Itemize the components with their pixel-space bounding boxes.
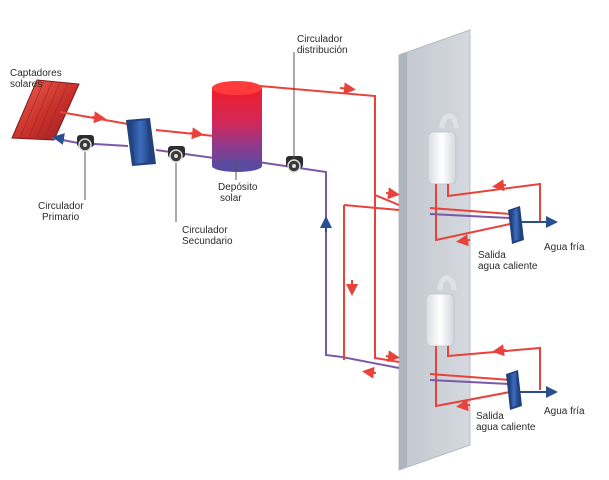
upper-boiler (427, 113, 459, 185)
upper-apartment-pipes (429, 179, 558, 247)
solar-collector-panel (11, 79, 80, 141)
label-captadores-1: Captadores (10, 68, 62, 79)
primary-circulator (77, 135, 94, 200)
label-circ-prim-1: Circulador (38, 201, 84, 212)
label-circ-dist-2: distribución (297, 45, 348, 56)
label-salida-1b: agua caliente (478, 261, 538, 272)
label-circ-prim-2: Primario (42, 212, 80, 223)
wall (398, 29, 471, 471)
lower-boiler (425, 275, 457, 347)
label-deposito-1: Depósito (218, 182, 258, 193)
label-deposito-2: solar (220, 193, 242, 204)
label-circ-sec-2: Secundario (182, 236, 233, 247)
secondary-circulator (168, 146, 185, 222)
solar-storage-tank (212, 81, 262, 172)
label-salida-2a: Salida (476, 411, 504, 422)
distribution-circulator (286, 52, 303, 173)
label-salida-2b: agua caliente (476, 422, 536, 433)
label-circ-sec-1: Circulador (182, 225, 228, 236)
label-circ-dist-1: Circulador (297, 34, 343, 45)
label-captadores-2: solares (10, 79, 42, 90)
label-agua-fria-2: Agua fría (544, 406, 585, 417)
upper-dhw-exchanger (508, 206, 524, 244)
plate-heat-exchanger (126, 118, 156, 166)
label-salida-1a: Salida (478, 250, 506, 261)
labels: Captadores solares Circulador distribuci… (10, 34, 585, 433)
lower-dhw-exchanger (506, 370, 522, 410)
distribution-pipes (235, 82, 400, 379)
label-agua-fria-1: Agua fría (544, 242, 585, 253)
